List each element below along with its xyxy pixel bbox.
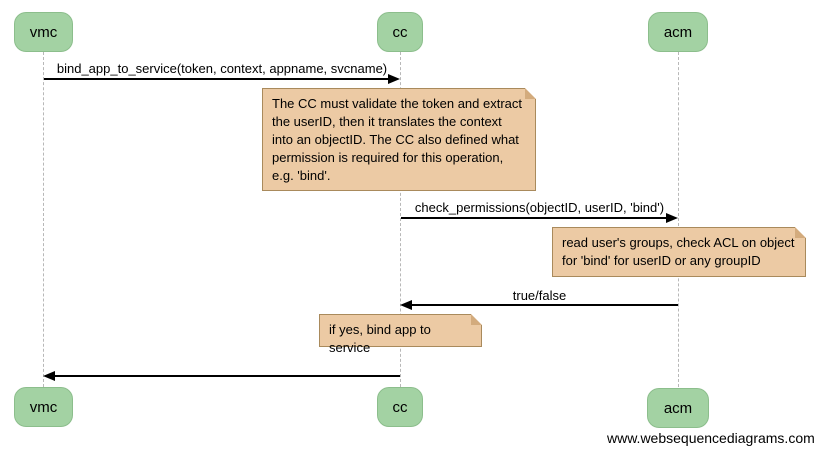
arrowhead-left-icon	[400, 300, 412, 310]
note-cc-validate-token: The CC must validate the token and extra…	[262, 88, 536, 191]
lifeline-vmc	[43, 52, 44, 387]
message-line	[44, 78, 389, 80]
message-line	[55, 375, 400, 377]
arrowhead-right-icon	[666, 213, 678, 223]
message-label-bind-app-to-service: bind_app_to_service(token, context, appn…	[56, 61, 388, 76]
message-label-true-false: true/false	[512, 288, 567, 303]
lifeline-cc	[400, 52, 401, 387]
message-line	[412, 304, 678, 306]
message-label-check-permissions: check_permissions(objectID, userID, 'bin…	[414, 200, 665, 215]
actor-acm-bottom: acm	[647, 388, 709, 428]
actor-cc-bottom: cc	[377, 387, 423, 427]
watermark-websequencediagrams: www.websequencediagrams.com	[607, 430, 815, 446]
arrowhead-left-icon	[43, 371, 55, 381]
actor-vmc-top: vmc	[14, 12, 73, 52]
message-line	[401, 217, 667, 219]
lifeline-acm	[678, 52, 679, 387]
actor-acm-top: acm	[648, 12, 708, 52]
note-cc-bind-app: if yes, bind app to service	[319, 314, 482, 355]
arrowhead-right-icon	[388, 74, 400, 84]
actor-cc-top: cc	[377, 12, 423, 52]
actor-vmc-bottom: vmc	[14, 387, 73, 427]
note-acm-read-groups: read user's groups, check ACL on object …	[552, 227, 806, 277]
